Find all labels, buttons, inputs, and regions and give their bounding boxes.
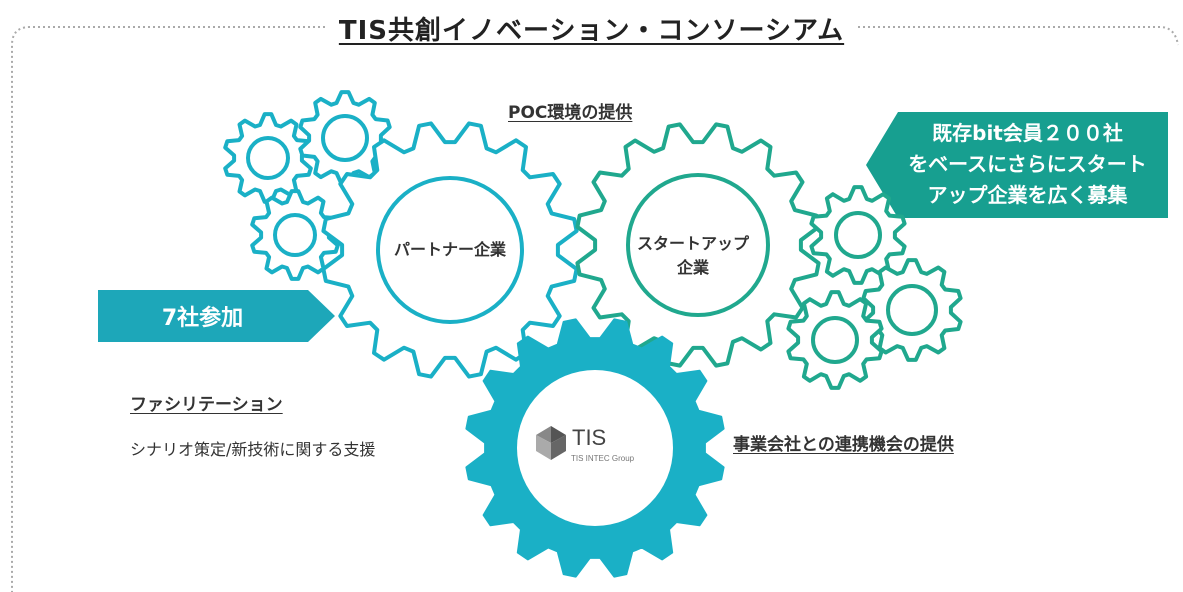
page-title: TIS共創イノベーション・コンソーシアム xyxy=(0,10,1183,47)
small-gear-left-mid xyxy=(298,90,392,186)
startup-label-line-2: 企業 xyxy=(676,258,709,277)
small-gear-right-top xyxy=(809,185,907,285)
small-gear-right-bottom xyxy=(786,290,884,390)
right-banner-line-1: 既存bit会員２００社 xyxy=(932,121,1123,145)
small-gear-left-top xyxy=(223,112,313,204)
tis-logo: TIS TIS INTEC Group xyxy=(536,424,656,470)
logo-name: TIS xyxy=(572,425,607,450)
right-banner-shape xyxy=(866,112,1168,218)
right-banner-line-3: アップ企業を広く募集 xyxy=(927,183,1128,207)
tis-logo-mark-icon xyxy=(536,426,566,460)
left-banner-text: 7社参加 xyxy=(161,306,244,331)
partner-gear xyxy=(321,121,579,379)
facilitation-text: シナリオ策定/新技術に関する支援 xyxy=(130,440,376,459)
partner-gear-label: パートナー企業 xyxy=(393,240,506,259)
dotted-frame xyxy=(11,26,1179,592)
startup-gear-label: スタートアップ 企業 xyxy=(628,232,758,280)
right-banner-text: 既存bit会員２００社 をベースにさらにスタート アップ企業を広く募集 xyxy=(890,118,1165,211)
tis-gear xyxy=(465,318,725,578)
business-label: 事業会社との連携機会の提供 xyxy=(733,435,954,455)
logo-subtitle: TIS INTEC Group xyxy=(571,454,635,463)
left-banner-shape xyxy=(98,290,335,342)
startup-gear xyxy=(575,122,821,368)
poc-label: POC環境の提供 xyxy=(508,103,633,123)
small-gear-left-bottom xyxy=(250,189,340,281)
small-gear-right-mid xyxy=(861,258,963,362)
startup-label-line-1: スタートアップ xyxy=(636,234,749,253)
right-banner-line-2: をベースにさらにスタート xyxy=(908,152,1147,176)
facilitation-heading: ファシリテーション xyxy=(130,395,283,415)
